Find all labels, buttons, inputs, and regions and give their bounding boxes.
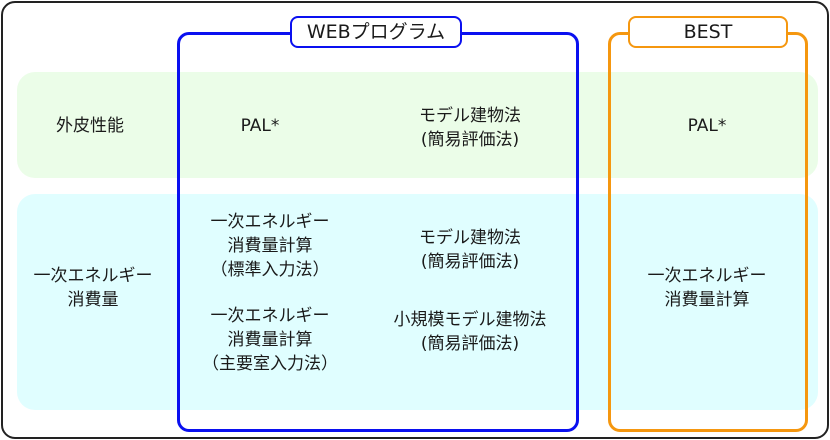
cell-line: (簡易評価法) bbox=[420, 130, 520, 150]
cell-line: 一次エネルギー bbox=[210, 306, 330, 326]
energy-web-main-room-input: 一次エネルギー 消費量計算 （主要室入力法） bbox=[180, 304, 360, 376]
cell-line: 一次エネルギー bbox=[210, 212, 330, 232]
energy-web-small-model-building: 小規模モデル建物法 (簡易評価法) bbox=[366, 308, 574, 356]
row-label-energy: 一次エネルギー 消費量 bbox=[18, 264, 168, 312]
row-envelope-band bbox=[17, 72, 818, 178]
cell-line: 小規模モデル建物法 bbox=[393, 310, 547, 330]
cell-line: （標準入力法） bbox=[210, 260, 330, 280]
best-group bbox=[608, 32, 808, 432]
cell-line: (簡易評価法) bbox=[420, 334, 520, 354]
cell-line: 一次エネルギー bbox=[647, 266, 767, 286]
web-program-label: WEBプログラム bbox=[290, 16, 462, 48]
energy-best-calculation: 一次エネルギー 消費量計算 bbox=[610, 264, 804, 312]
cell-line: モデル建物法 bbox=[419, 106, 521, 126]
row-energy-band bbox=[17, 194, 818, 410]
best-label: BEST bbox=[628, 16, 788, 48]
cell-line: PAL* bbox=[687, 116, 727, 136]
row-label-envelope: 外皮性能 bbox=[56, 116, 124, 136]
cell-line: 消費量計算 bbox=[227, 236, 313, 256]
cell-line: 一次エネルギー bbox=[33, 266, 153, 286]
cell-line: モデル建物法 bbox=[419, 228, 521, 248]
energy-web-standard-input: 一次エネルギー 消費量計算 （標準入力法） bbox=[180, 210, 360, 282]
envelope-web-model-building: モデル建物法 (簡易評価法) bbox=[370, 104, 570, 152]
cell-line: 消費量計算 bbox=[664, 290, 750, 310]
cell-line: 消費量計算 bbox=[227, 330, 313, 350]
envelope-web-pal: PAL* bbox=[190, 114, 330, 138]
envelope-best-pal: PAL* bbox=[610, 114, 804, 138]
cell-line: (簡易評価法) bbox=[420, 252, 520, 272]
cell-line: 消費量 bbox=[67, 290, 119, 310]
energy-web-model-building: モデル建物法 (簡易評価法) bbox=[370, 226, 570, 274]
cell-line: PAL* bbox=[240, 116, 280, 136]
cell-line: （主要室入力法） bbox=[202, 354, 338, 374]
